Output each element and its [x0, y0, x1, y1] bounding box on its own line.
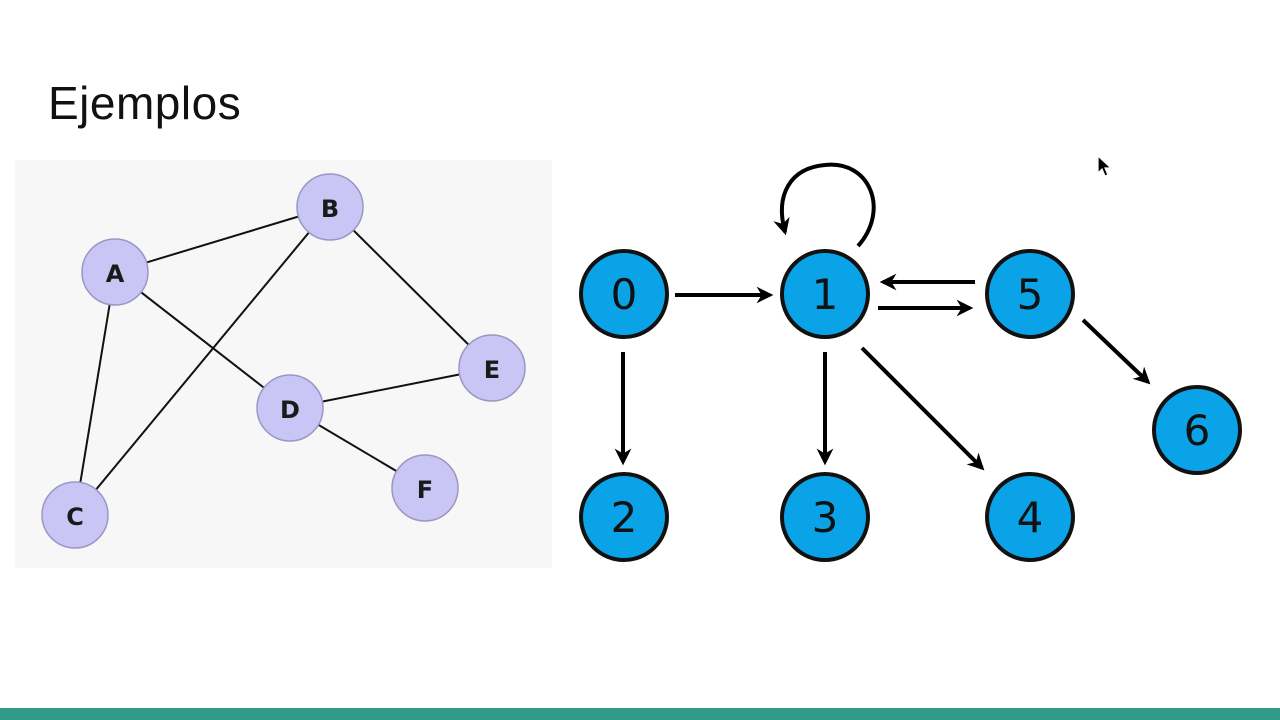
- edge-B-C: [74, 206, 331, 516]
- undirected-nodes: A B C D E F: [41, 173, 526, 549]
- node-2: 2: [579, 472, 669, 562]
- slide-title: Ejemplos: [48, 77, 242, 129]
- edge-A-C: [74, 271, 116, 516]
- node-3-label: 3: [812, 493, 839, 542]
- node-5-label: 5: [1017, 270, 1044, 319]
- directed-nodes: 0 1 2 3 4 5 6: [579, 249, 1242, 562]
- node-F-label: F: [417, 476, 433, 504]
- node-4: 4: [985, 472, 1075, 562]
- node-6-label: 6: [1184, 406, 1211, 455]
- node-E: E: [458, 334, 526, 402]
- edge-B-E: [329, 206, 493, 369]
- directed-edges: [614, 162, 1151, 471]
- node-2-label: 2: [611, 493, 638, 542]
- node-C: C: [41, 481, 109, 549]
- node-C-label: C: [66, 503, 84, 531]
- node-0: 0: [579, 249, 669, 339]
- node-1-label: 1: [812, 270, 839, 319]
- edge-1-1-loop: [773, 162, 876, 248]
- node-A: A: [81, 238, 149, 306]
- node-B: B: [296, 173, 364, 241]
- mouse-cursor-icon: [1097, 155, 1113, 177]
- node-E-label: E: [484, 356, 500, 384]
- edge-D-E: [289, 367, 493, 409]
- node-F: F: [391, 454, 459, 522]
- node-B-label: B: [321, 195, 339, 223]
- node-4-label: 4: [1017, 493, 1044, 542]
- footer-bar: [0, 708, 1280, 720]
- node-D: D: [256, 374, 324, 442]
- edge-1-4: [860, 346, 985, 471]
- edge-A-B: [114, 206, 331, 273]
- node-D-label: D: [280, 396, 300, 424]
- node-6: 6: [1152, 385, 1242, 475]
- edge-A-D: [114, 271, 291, 409]
- node-0-label: 0: [611, 270, 638, 319]
- node-3: 3: [780, 472, 870, 562]
- node-5: 5: [985, 249, 1075, 339]
- edge-5-6: [1081, 318, 1151, 385]
- node-1: 1: [780, 249, 870, 339]
- node-A-label: A: [106, 260, 125, 288]
